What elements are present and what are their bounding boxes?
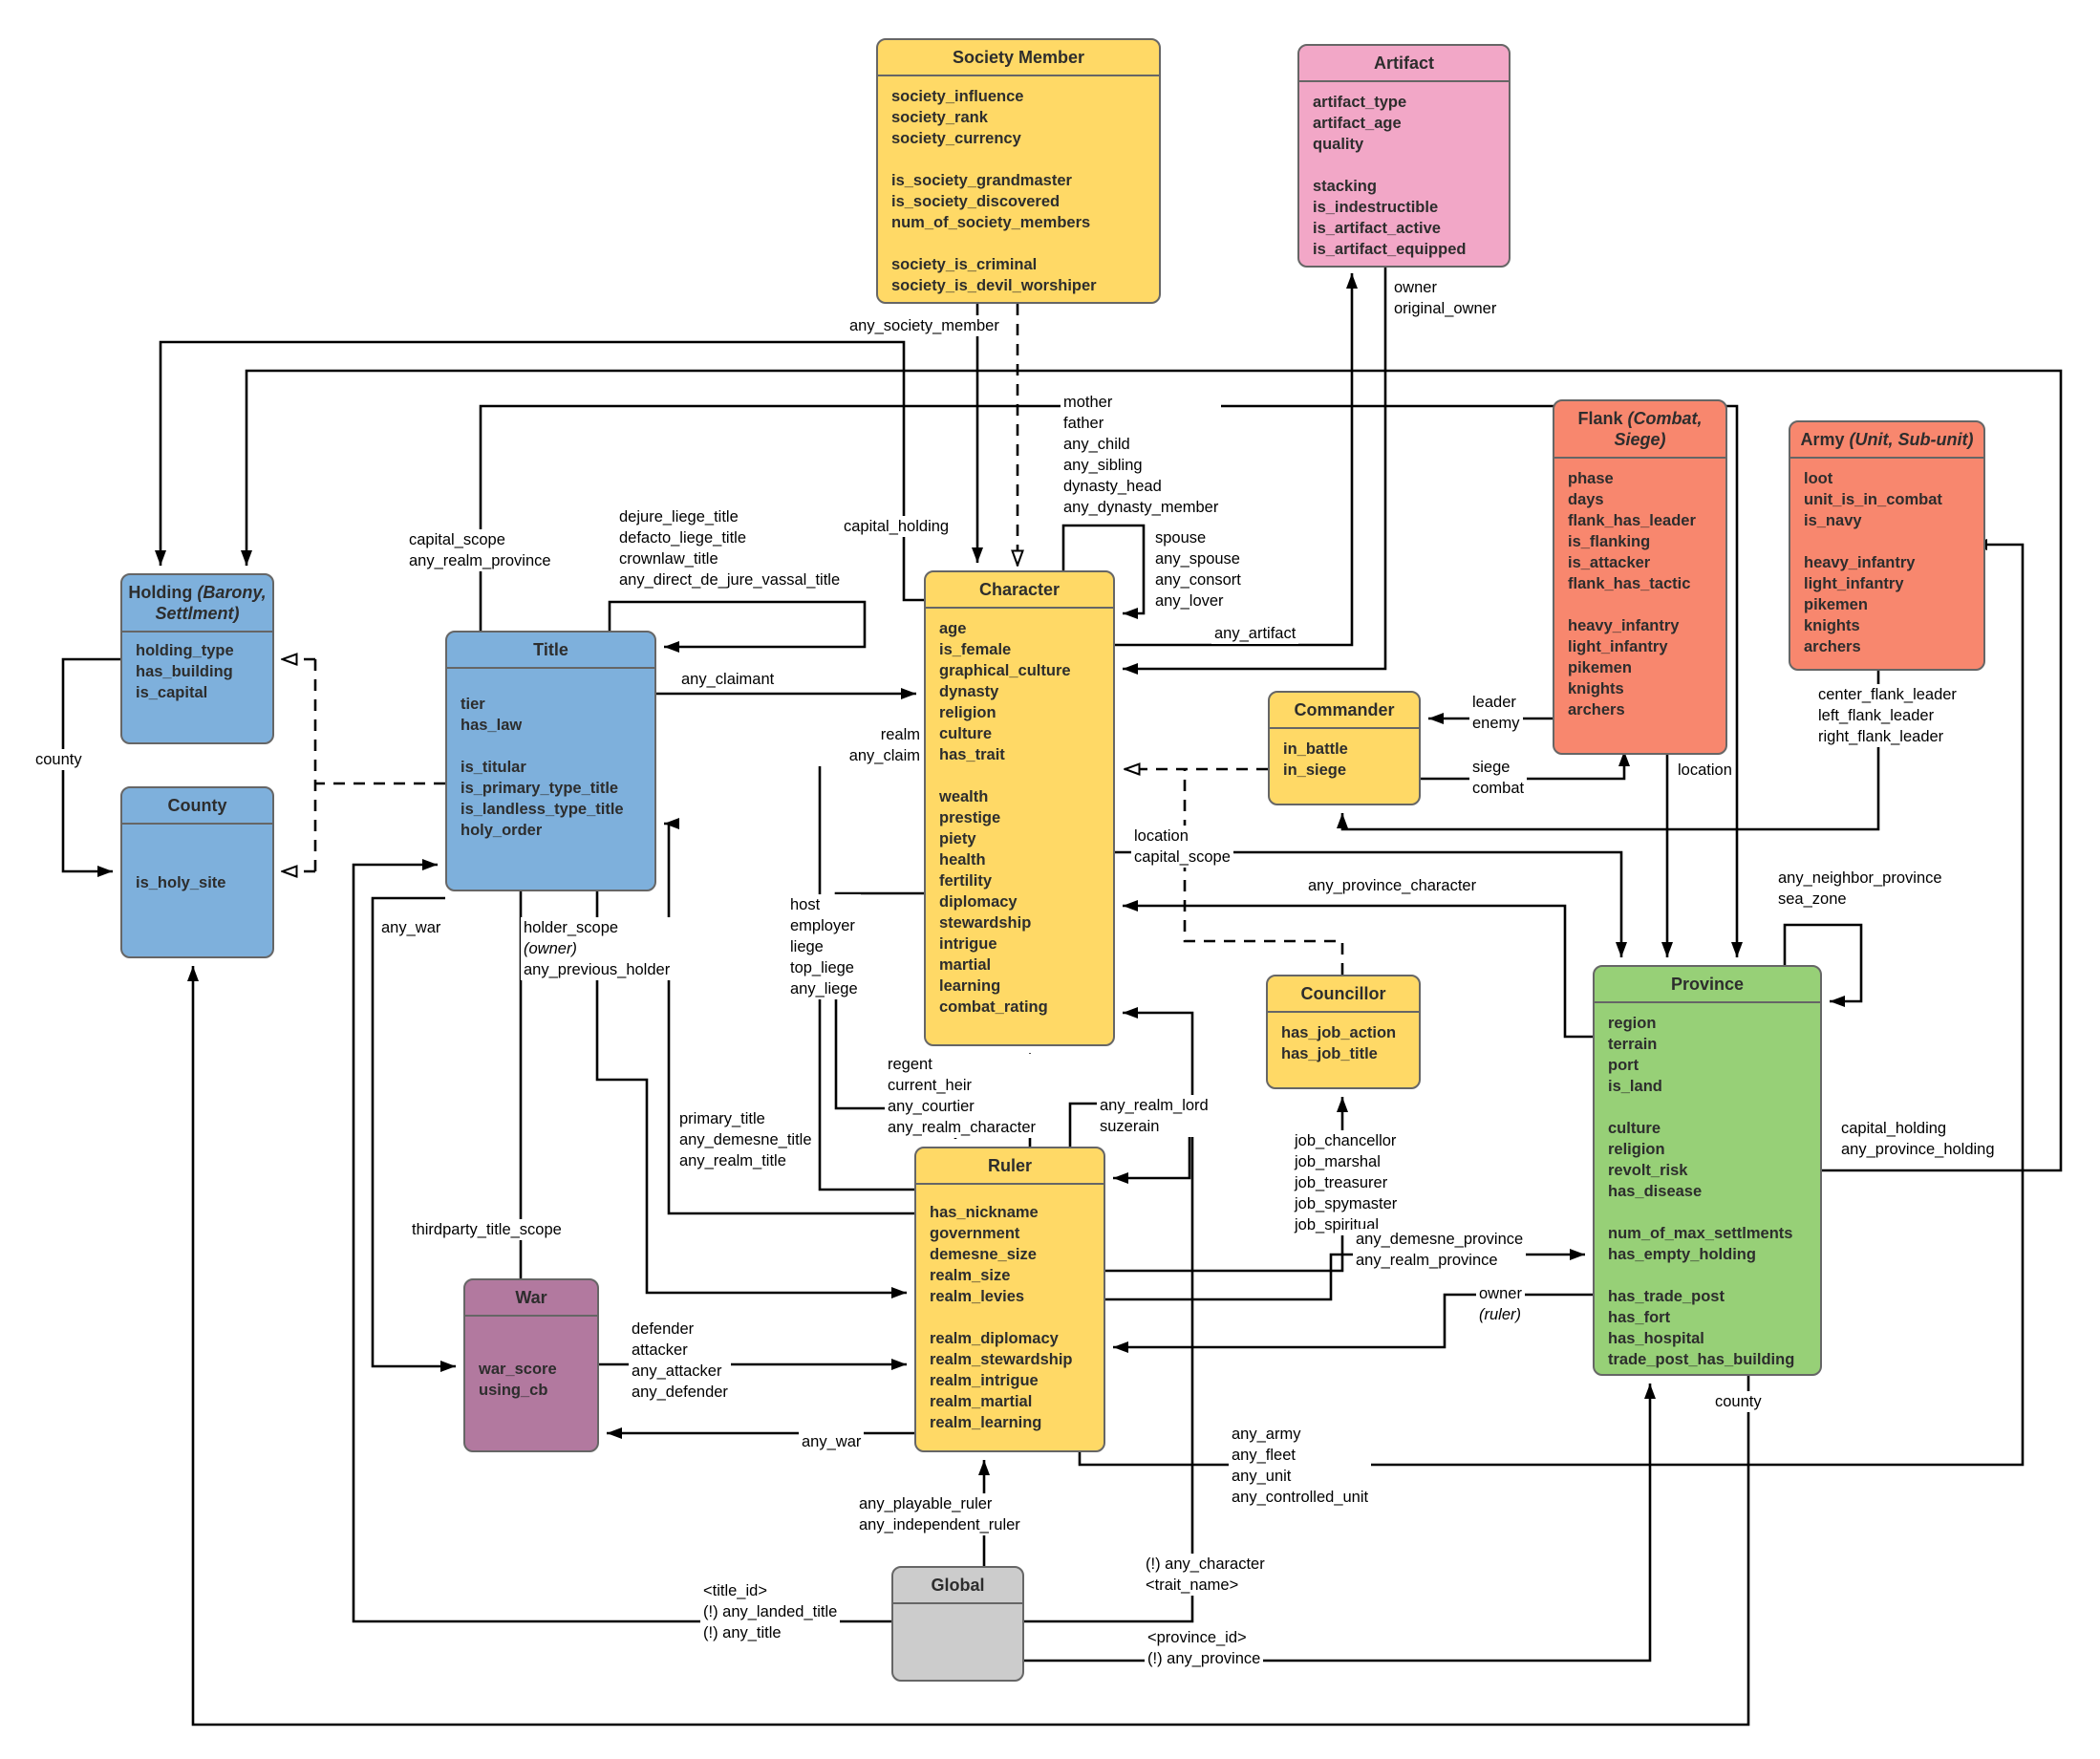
entity-fields: is_holy_site (136, 874, 226, 891)
entity-title: Flank (1577, 409, 1623, 428)
edge-label-owner-ruler: owner(ruler) (1476, 1283, 1525, 1325)
edge-label-any-society-member: any_society_member (846, 315, 1002, 336)
entity-title: County (167, 796, 227, 815)
edge-label-any-artifact: any_artifact (1211, 623, 1299, 644)
entity-title: Society Member (952, 48, 1085, 67)
entity-global: Global (891, 1566, 1024, 1682)
edge-label-any-war-title: any_war (378, 917, 444, 938)
edge-label-capital-holding: capital_holding (841, 516, 953, 537)
entity-fields (893, 1604, 1022, 1618)
entity-title: Province (1670, 975, 1745, 994)
entity-title: Commander (1294, 700, 1395, 719)
edge-label-location-flank: location (1675, 760, 1735, 781)
edge-label-any-war-ruler: any_war (799, 1431, 865, 1452)
entity-title-note: (Combat, Siege) (1614, 409, 1703, 449)
entity-title: War (515, 1288, 547, 1307)
entity-title: Ruler (987, 1156, 1032, 1175)
edge-label-title-id: <title_id>(!) any_landed_title(!) any_ti… (700, 1580, 841, 1643)
entity-title: Army (1800, 430, 1845, 449)
edge-label-county-holding: county (32, 749, 85, 770)
entity-county: County is_holy_site (120, 786, 274, 958)
entity-title: Global (931, 1576, 985, 1595)
edge-label-county-province: county (1712, 1391, 1765, 1412)
entity-title: Artifact (1373, 54, 1434, 73)
entity-title-note: (Unit, Sub-unit) (1849, 430, 1974, 449)
entity-title: Title (533, 640, 568, 659)
edge-label-any-claimant: any_claimant (678, 669, 778, 690)
edge-label-any-character: (!) any_character<trait_name> (1143, 1554, 1268, 1596)
edge-label-thirdparty-title-scope: thirdparty_title_scope (409, 1219, 565, 1240)
entity-title: Holding (128, 583, 193, 602)
entity-title: Character (978, 580, 1061, 599)
edge-label-province-id: <province_id>(!) any_province (1145, 1627, 1264, 1669)
entity-holding: Holding (Barony, Settlment) holding_type… (120, 573, 274, 744)
entity-title-note: (Barony, Settlment) (155, 583, 267, 623)
entity-title: Councillor (1300, 984, 1386, 1003)
edge-label-any-province-character: any_province_character (1305, 875, 1480, 896)
edge-label-holder-scope: holder_scope(owner)any_previous_holder (521, 917, 674, 980)
